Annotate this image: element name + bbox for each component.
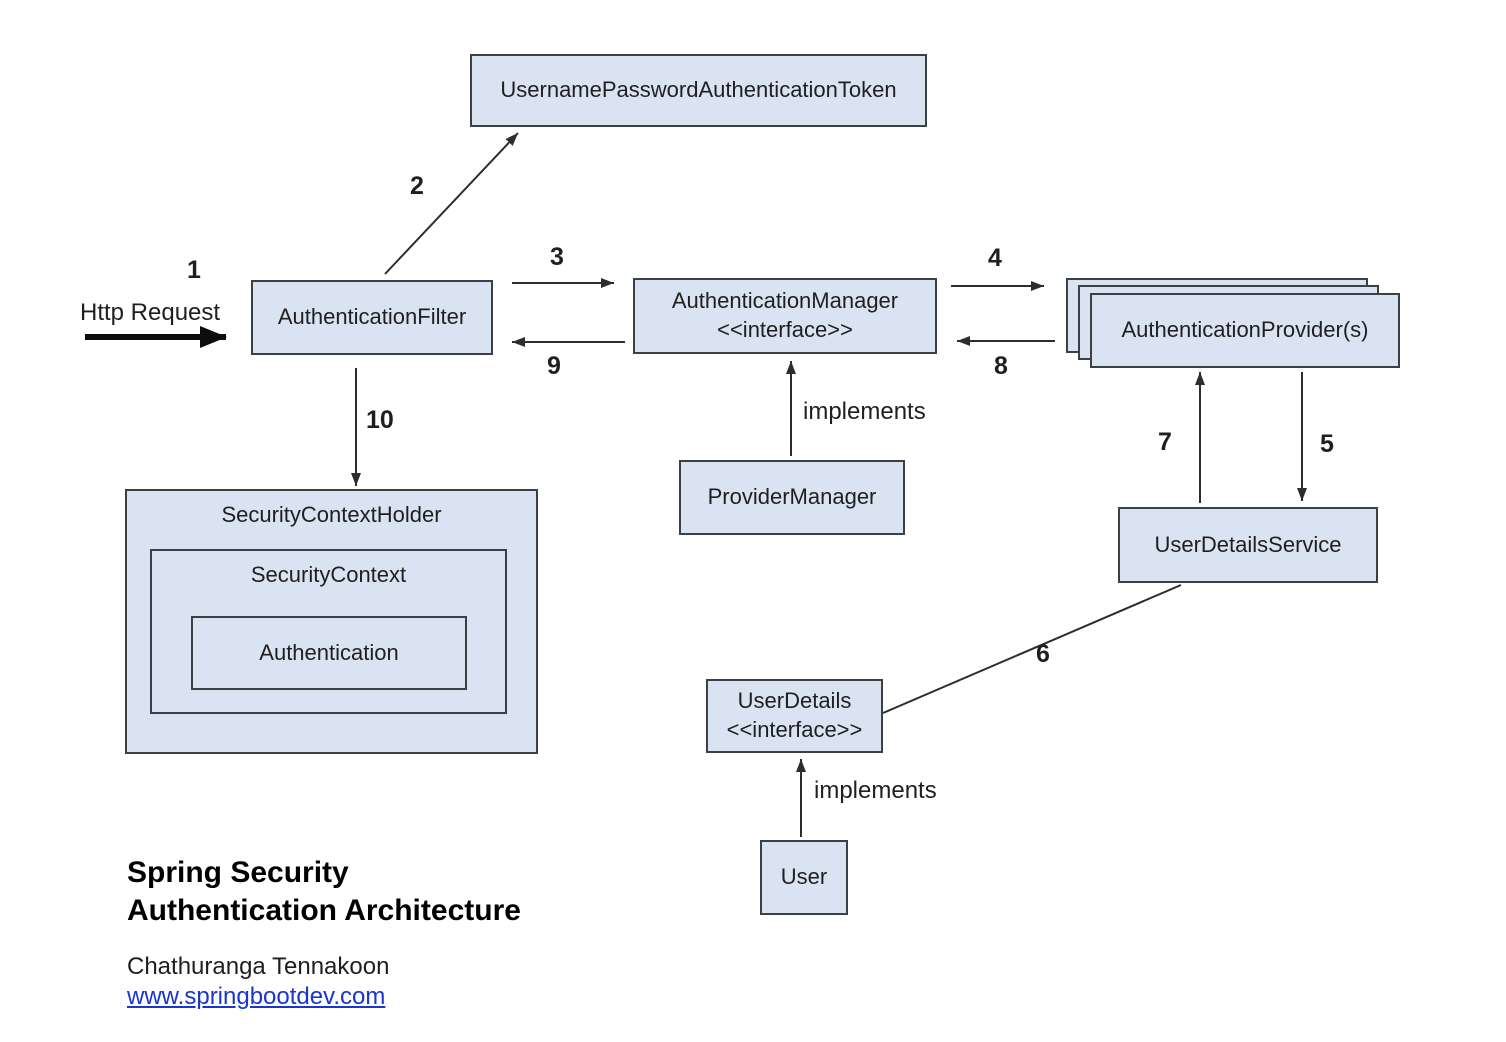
node-label: UsernamePasswordAuthenticationToken: [500, 77, 897, 103]
diagram-title-line1: Spring Security: [127, 856, 349, 889]
node-security-context-holder: SecurityContextHolder SecurityContext Au…: [125, 489, 538, 754]
implements-provider-manager-label: implements: [803, 398, 926, 425]
author-name: Chathuranga Tennakoon: [127, 953, 390, 980]
node-stereotype: <<interface>>: [726, 717, 863, 742]
node-provider-manager: ProviderManager: [679, 460, 905, 535]
node-label: AuthenticationProvider(s): [1121, 317, 1369, 343]
website-link[interactable]: www.springbootdev.com: [127, 983, 386, 1010]
step-10-label: 10: [366, 406, 394, 434]
node-user-details: UserDetails <<interface>>: [706, 679, 883, 753]
node-label: User: [780, 864, 828, 890]
step-3-label: 3: [550, 243, 564, 271]
node-stereotype: <<interface>>: [717, 317, 853, 342]
implements-user-label: implements: [814, 777, 937, 804]
node-user-details-service: UserDetailsService: [1118, 507, 1378, 583]
node-security-context: SecurityContext Authentication: [150, 549, 507, 714]
step-7-label: 7: [1158, 428, 1172, 456]
step-4-label: 4: [988, 244, 1002, 272]
node-authentication-providers: AuthenticationProvider(s): [1090, 293, 1400, 368]
node-label: SecurityContextHolder: [221, 502, 442, 527]
node-label: AuthenticationManager: [671, 288, 899, 314]
http-request-label: Http Request: [80, 299, 221, 326]
step-5-label: 5: [1320, 430, 1334, 458]
node-label: AuthenticationFilter: [277, 304, 467, 330]
node-label: UserDetailsService: [1154, 531, 1342, 557]
node-label: Authentication: [259, 639, 399, 665]
node-username-password-authentication-token: UsernamePasswordAuthenticationToken: [470, 54, 927, 127]
step-9-label: 9: [547, 352, 561, 380]
node-label: UserDetails: [737, 688, 852, 714]
node-user: User: [760, 840, 848, 915]
step-8-label: 8: [994, 352, 1008, 380]
node-label: SecurityContext: [250, 562, 407, 587]
node-authentication: Authentication: [191, 616, 467, 690]
diagram-title: Spring Security Authentication Architect…: [127, 854, 521, 930]
node-authentication-filter: AuthenticationFilter: [251, 280, 493, 355]
node-label: ProviderManager: [707, 484, 877, 510]
step-6-label: 6: [1036, 640, 1050, 668]
step-2-label: 2: [410, 172, 424, 200]
diagram-title-line2: Authentication Architecture: [127, 894, 521, 928]
step-1-label: 1: [187, 256, 201, 284]
node-authentication-manager: AuthenticationManager <<interface>>: [633, 278, 937, 354]
